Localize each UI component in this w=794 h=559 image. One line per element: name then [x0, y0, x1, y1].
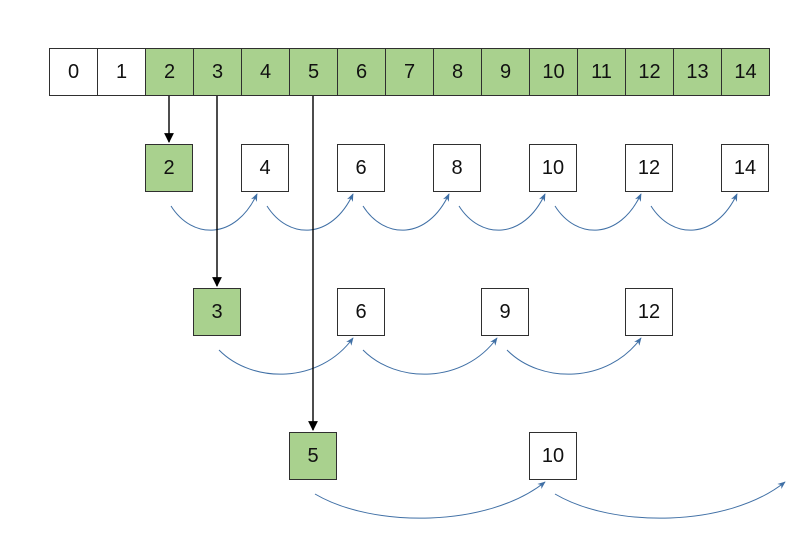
prime-box: 3	[193, 288, 241, 336]
array-cell: 12	[625, 48, 674, 96]
skip-arc	[362, 193, 450, 231]
array-cell: 6	[337, 48, 386, 96]
multiple-box: 4	[241, 144, 289, 192]
multiple-box: 10	[529, 432, 577, 480]
multiple-box: 6	[337, 144, 385, 192]
multiple-box: 14	[721, 144, 769, 192]
multiple-box-label: 4	[259, 156, 271, 179]
multiple-box-label: 6	[355, 156, 367, 179]
array-cell-label: 5	[307, 60, 320, 83]
multiple-box-label: 10	[541, 156, 565, 179]
array-cell-label: 7	[403, 60, 416, 83]
array-cell: 2	[145, 48, 194, 96]
array-cell-label: 13	[686, 60, 709, 83]
multiple-box: 9	[481, 288, 529, 336]
array-cell-label: 9	[499, 60, 512, 83]
skip-arc	[362, 337, 498, 375]
array-cell: 10	[529, 48, 578, 96]
prime-box: 2	[145, 144, 193, 192]
multiple-box: 12	[625, 144, 673, 192]
array-cell-label: 3	[211, 60, 224, 83]
array-cell: 7	[385, 48, 434, 96]
array-cell-label: 11	[591, 60, 612, 83]
skip-arc	[458, 193, 546, 231]
skip-arc	[506, 337, 642, 375]
array-cell-label: 8	[451, 60, 464, 83]
multiple-box-label: 12	[637, 300, 661, 323]
prime-box-label: 3	[211, 300, 223, 323]
skip-arc	[266, 193, 354, 231]
array-cell-label: 10	[542, 60, 565, 83]
array-cell: 14	[721, 48, 770, 96]
multiple-box-label: 12	[637, 156, 661, 179]
skip-arc	[554, 481, 786, 519]
multiple-box-label: 14	[733, 156, 757, 179]
array-cell-label: 6	[355, 60, 368, 83]
array-cell-label: 1	[115, 60, 128, 83]
skip-arc	[170, 193, 258, 231]
multiple-box-label: 9	[499, 300, 511, 323]
array-cell: 9	[481, 48, 530, 96]
array-cell: 3	[193, 48, 242, 96]
multiple-box: 6	[337, 288, 385, 336]
prime-box-label: 2	[163, 156, 175, 179]
array-cell-label: 2	[163, 60, 176, 83]
multiple-box-label: 8	[451, 156, 463, 179]
skip-arc	[218, 337, 354, 375]
array-cell-label: 4	[259, 60, 272, 83]
array-cell-label: 14	[734, 60, 757, 83]
multiple-box: 10	[529, 144, 577, 192]
skip-arc	[554, 193, 642, 231]
multiple-box-label: 6	[355, 300, 367, 323]
multiple-box: 8	[433, 144, 481, 192]
array-cell: 4	[241, 48, 290, 96]
multiple-box-label: 10	[541, 444, 565, 467]
array-cell-label: 0	[67, 60, 80, 83]
array-cell: 8	[433, 48, 482, 96]
array-cell-label: 12	[638, 60, 661, 83]
skip-arc	[650, 193, 738, 231]
skip-arc	[314, 481, 546, 519]
prime-box-label: 5	[307, 444, 319, 467]
array-cell: 13	[673, 48, 722, 96]
multiple-box: 12	[625, 288, 673, 336]
array-cell: 0	[49, 48, 98, 96]
prime-box: 5	[289, 432, 337, 480]
array-cell: 11	[577, 48, 626, 96]
array-cell: 1	[97, 48, 146, 96]
array-cell: 5	[289, 48, 338, 96]
